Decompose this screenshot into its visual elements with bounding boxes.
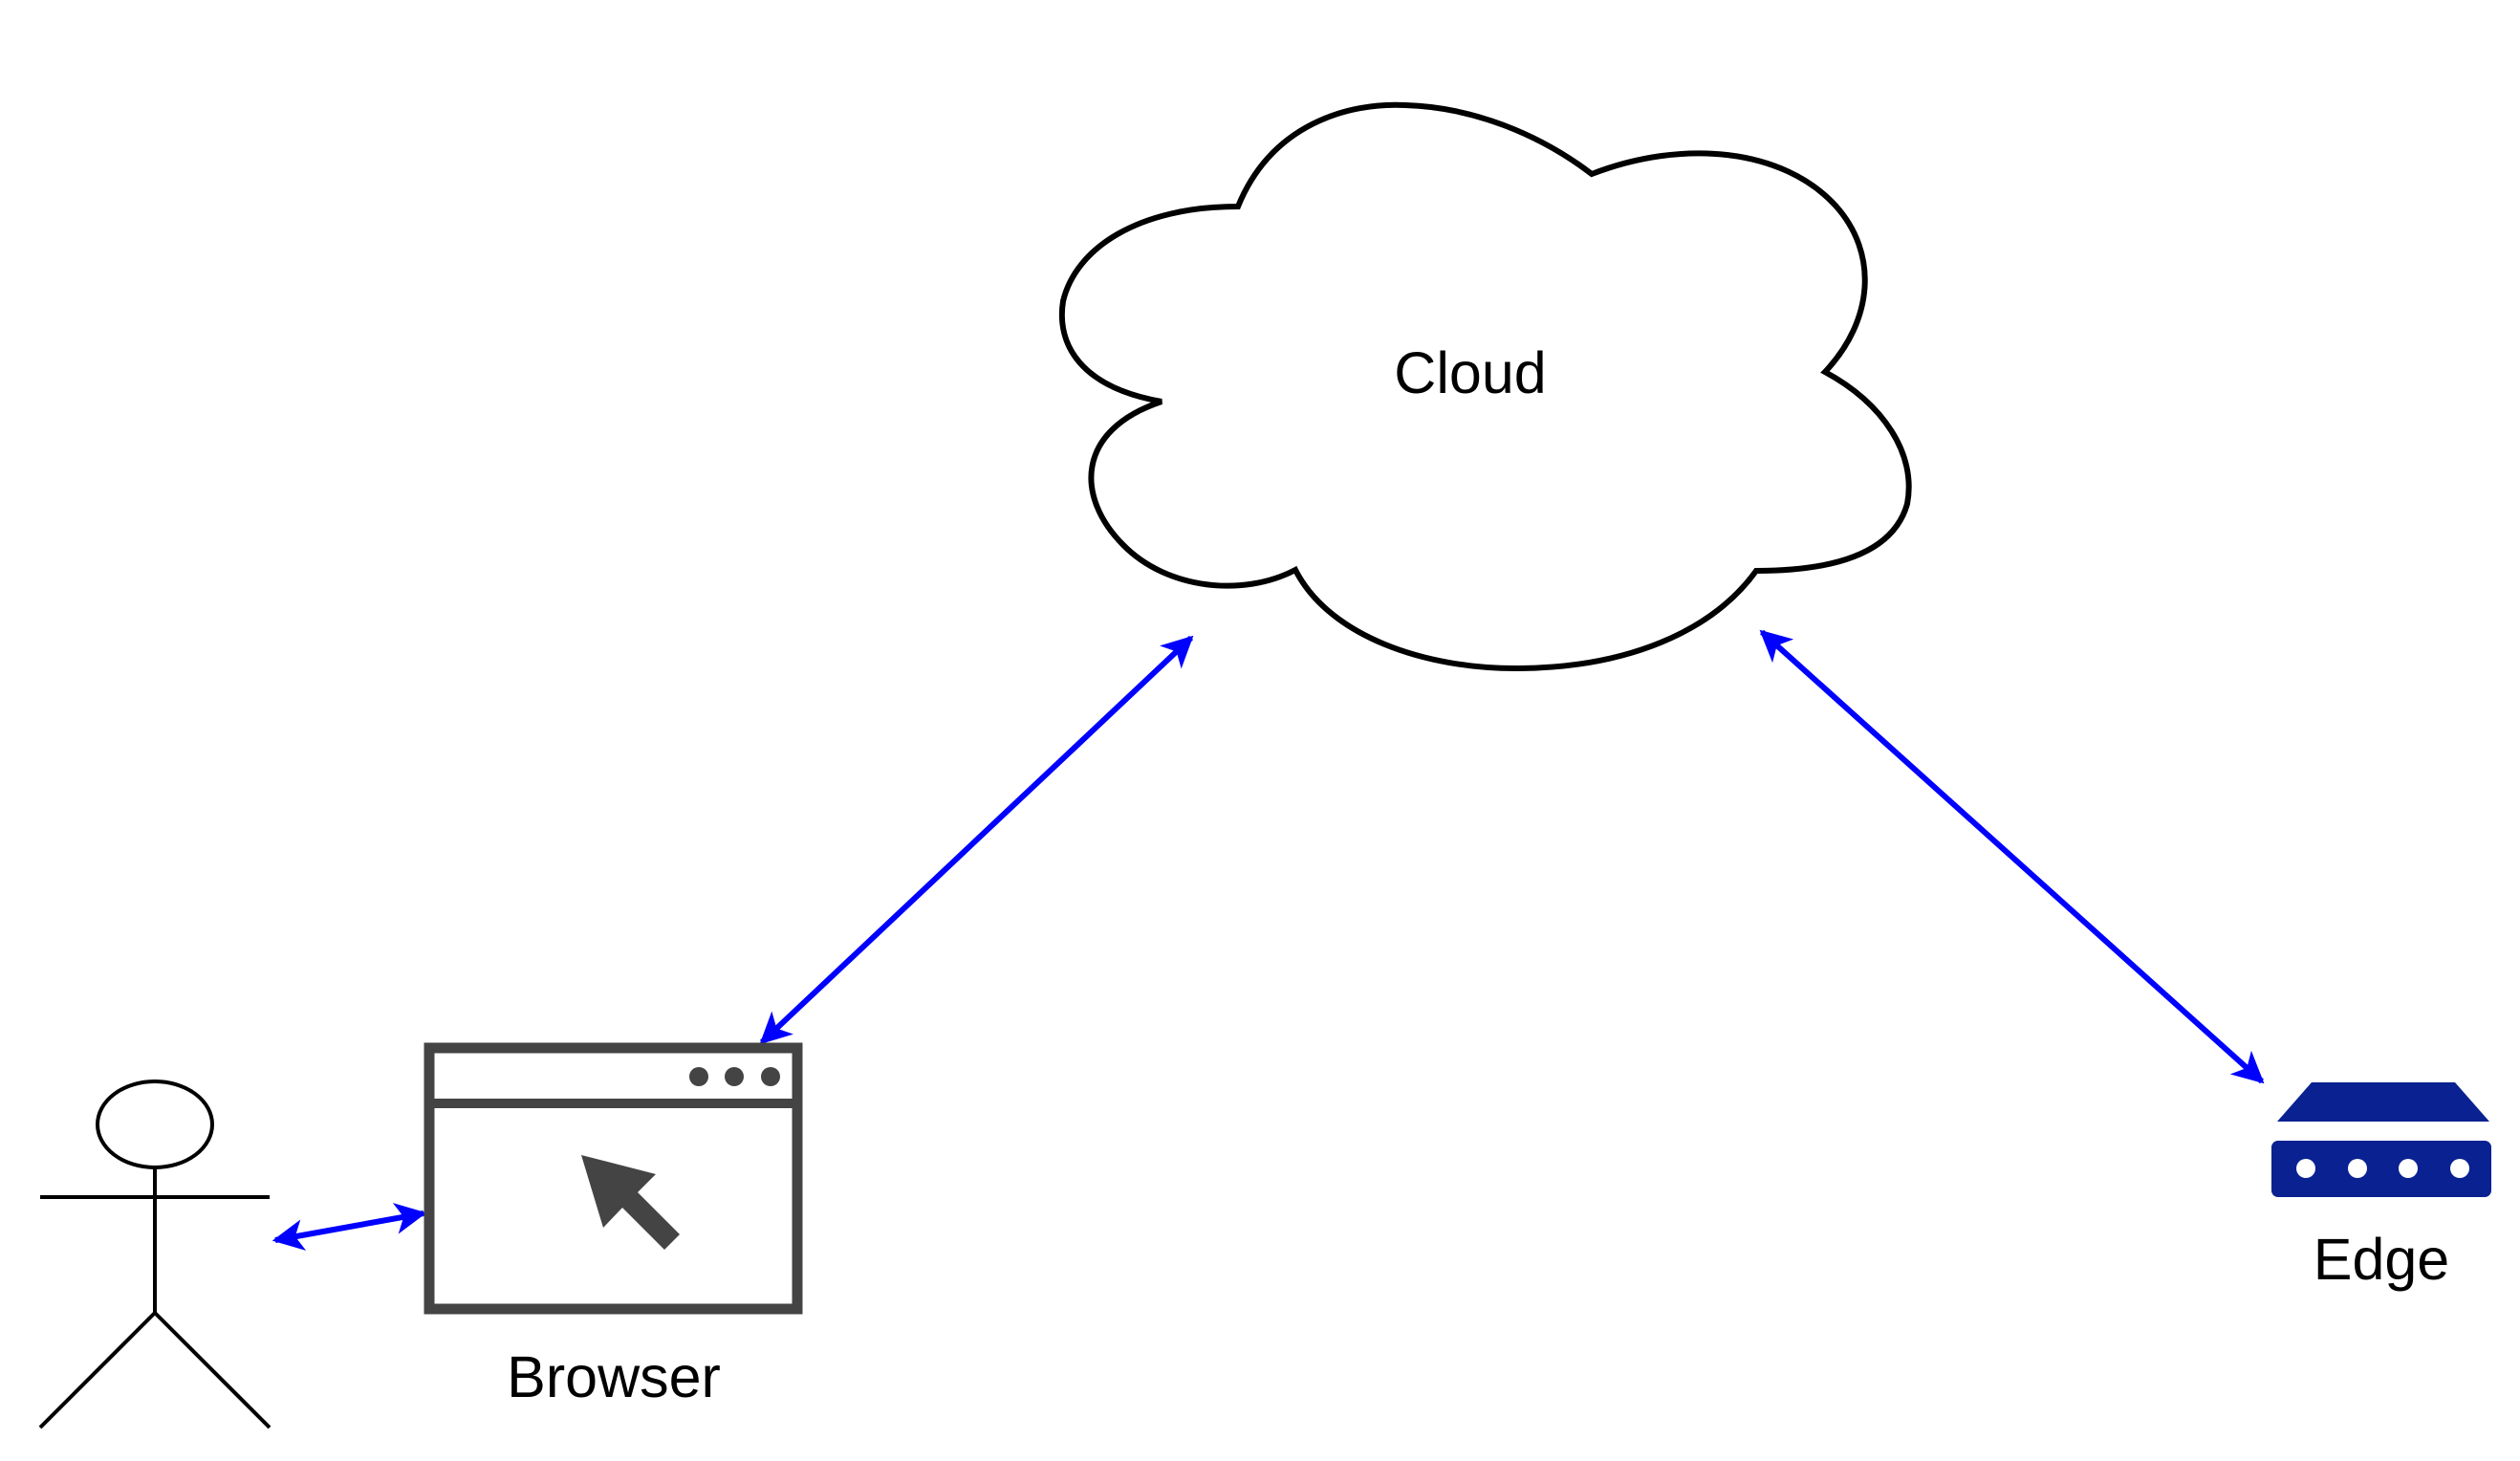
cloud-shape	[1059, 101, 1912, 672]
edge-port-icon	[2399, 1159, 2418, 1178]
browser-node: Browser	[424, 1042, 803, 1409]
connectors	[272, 629, 2265, 1251]
browser-dot-icon	[725, 1067, 744, 1086]
stick-figure-icon	[38, 1079, 272, 1429]
cursor-arrow-icon	[581, 1155, 680, 1250]
edge-port-icon	[2296, 1159, 2315, 1178]
browser-dot-icon	[761, 1067, 780, 1086]
cloud-label: Cloud	[1394, 340, 1546, 405]
stick-figure-head	[96, 1079, 214, 1169]
browser-dot-icon	[689, 1067, 708, 1086]
edge-device-icon	[2271, 1082, 2491, 1197]
browser-label: Browser	[507, 1344, 721, 1409]
edge-port-icon	[2450, 1159, 2469, 1178]
edge-label: Edge	[2314, 1227, 2449, 1292]
edge-port-icon	[2348, 1159, 2367, 1178]
connector-browser-cloud	[759, 635, 1194, 1045]
connector-edge-cloud	[1759, 629, 2265, 1084]
edge-node: Edge	[2271, 1082, 2491, 1292]
cloud-node: Cloud	[1059, 101, 1912, 672]
browser-window-icon	[424, 1042, 803, 1315]
user-node	[38, 1079, 272, 1429]
connector-user-browser	[272, 1203, 427, 1251]
